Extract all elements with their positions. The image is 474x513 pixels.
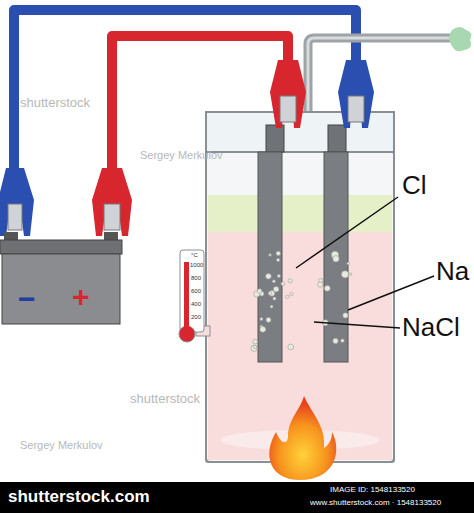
battery — [0, 232, 122, 324]
vessel-clamp-red — [270, 60, 306, 128]
callout-label: Cl — [402, 172, 427, 198]
scale-number: 200 — [191, 314, 201, 320]
watermark: shutterstock — [130, 392, 200, 405]
callout-label: NaCl — [402, 314, 460, 340]
watermark: Sergey Merkulov — [20, 440, 103, 451]
scale-unit: °C — [191, 252, 198, 258]
thermometer — [179, 250, 210, 342]
watermark: Sergey Merkulov — [140, 150, 223, 161]
callout-label: Na — [436, 258, 469, 284]
footer-bar — [0, 482, 474, 513]
anode — [258, 125, 284, 362]
scale-number: 600 — [191, 288, 201, 294]
watermark: shutterstock — [20, 96, 90, 109]
battery-clamp-red — [92, 168, 132, 236]
leader-line — [314, 322, 400, 328]
plus-sign: + — [72, 282, 90, 312]
bubbles — [251, 251, 352, 351]
image-id: IMAGE ID: 1548133520 — [330, 486, 415, 494]
battery-clamp-blue — [0, 168, 34, 236]
footer-url: www.shutterstock.com · 1548133520 — [310, 499, 441, 507]
scale-number: 800 — [191, 275, 201, 281]
vessel-clamp-blue — [338, 60, 374, 128]
scale-number: 400 — [191, 301, 201, 307]
cathode — [324, 125, 348, 362]
leader-line — [296, 197, 398, 268]
leader-line — [348, 276, 434, 310]
footer-brand: shutterstock.com — [8, 488, 150, 505]
scale-number: 1000 — [190, 262, 203, 268]
minus-sign: − — [18, 284, 36, 314]
chlorine-gas — [449, 27, 471, 51]
flame — [269, 396, 336, 480]
